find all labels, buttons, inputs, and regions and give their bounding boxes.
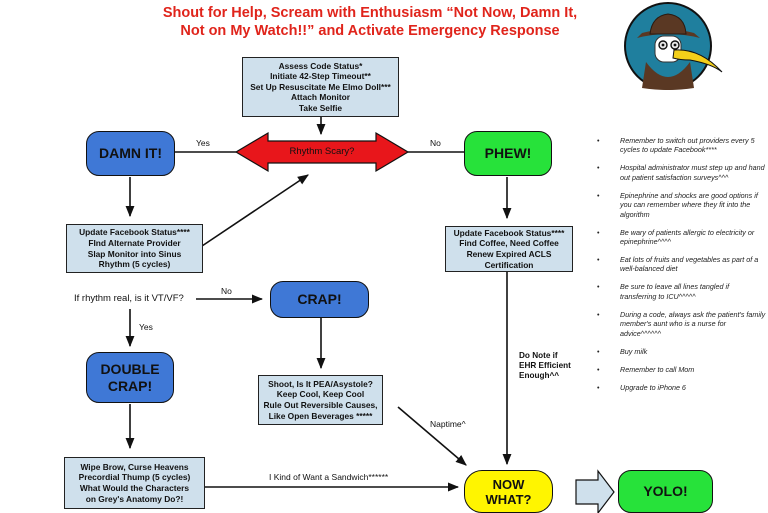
phew-label: PHEW! bbox=[484, 145, 532, 161]
assess-line: Assess Code Status* bbox=[278, 60, 363, 71]
note-text: Be sure to leave all lines tangled if tr… bbox=[620, 282, 730, 301]
vt-no-label: No bbox=[221, 286, 232, 296]
block-arrow-yolo bbox=[575, 469, 615, 513]
bullet-icon: • bbox=[597, 282, 600, 292]
bullet-icon: • bbox=[597, 190, 600, 200]
ehr-note-line: Do Note if bbox=[519, 351, 558, 360]
crap-box-line: Keep Cool, Keep Cool bbox=[276, 389, 365, 400]
assess-line: Set Up Resuscitate Me Elmo Doll*** bbox=[250, 81, 391, 92]
note-text: Be wary of patients allergic to electric… bbox=[620, 227, 755, 247]
double-box: Wipe Brow, Curse Heavens Precordial Thum… bbox=[64, 457, 205, 509]
vt-question: If rhythm real, is it VT/VF? bbox=[74, 293, 184, 304]
note-item: • Be sure to leave all lines tangled if t… bbox=[594, 282, 766, 301]
phew-box-line: Update Facebook Status**** bbox=[453, 227, 565, 238]
crap-box: Shoot, Is It PEA/Asystole? Keep Cool, Ke… bbox=[258, 375, 383, 425]
double-box-line: Precordial Thump (5 cycles) bbox=[78, 472, 191, 483]
note-text: Hospital administrator must step up and … bbox=[620, 163, 765, 182]
note-item: • Hospital administrator must step up and… bbox=[594, 163, 766, 182]
bullet-icon: • bbox=[597, 309, 600, 319]
note-text: During a code, always ask the patient's … bbox=[620, 309, 766, 338]
assess-box: Assess Code Status* Initiate 42-Step Tim… bbox=[242, 57, 399, 117]
now-what-line: WHAT? bbox=[485, 491, 532, 507]
phew-box: Update Facebook Status**** Find Coffee, … bbox=[445, 226, 573, 272]
double-crap-line: CRAP! bbox=[107, 377, 153, 394]
damn-box-line: Rhythm (5 cycles) bbox=[98, 259, 171, 270]
damn-box: Update Facebook Status**** FInd Alternat… bbox=[66, 224, 203, 273]
notes-list: • Remember to switch out providers every … bbox=[594, 136, 766, 401]
vt-yes-label: Yes bbox=[139, 322, 153, 332]
assess-line: Initiate 42-Step Timeout** bbox=[270, 71, 371, 82]
sandwich-label: I Kind of Want a Sandwich****** bbox=[269, 472, 389, 482]
title-line-1: Shout for Help, Scream with Enthusiasm “… bbox=[162, 5, 578, 21]
bullet-icon: • bbox=[597, 346, 600, 356]
note-item: • Remember to call Mom bbox=[594, 365, 766, 374]
double-box-line: Wipe Brow, Curse Heavens bbox=[80, 461, 189, 472]
now-what-line: NOW bbox=[492, 476, 525, 492]
decision-yes-label: Yes bbox=[196, 138, 210, 148]
plague-doctor-avatar-icon bbox=[624, 2, 723, 90]
damn-box-line: FInd Alternate Provider bbox=[88, 237, 181, 248]
damn-box-line: Update Facebook Status**** bbox=[79, 227, 190, 238]
crap-box-line: Like Open Beverages ***** bbox=[268, 410, 373, 421]
phew-node: PHEW! bbox=[464, 131, 552, 176]
bullet-icon: • bbox=[597, 163, 600, 173]
crap-label: CRAP! bbox=[297, 291, 342, 307]
damn-it-node: DAMN IT! bbox=[86, 131, 175, 176]
note-item: • Eat lots of fruits and vegetables as pa… bbox=[594, 255, 766, 274]
decision-no-label: No bbox=[430, 138, 441, 148]
assess-line: Take Selfie bbox=[298, 102, 343, 113]
double-box-line: What Would the Characters bbox=[79, 483, 190, 493]
crap-box-line: Rule Out Reversible Causes, bbox=[263, 400, 378, 410]
phew-box-line: Renew Expired ACLS bbox=[466, 249, 552, 259]
note-text: Buy milk bbox=[620, 346, 648, 356]
yolo-label: YOLO! bbox=[643, 483, 688, 499]
phew-box-line: Certification bbox=[484, 259, 534, 270]
page-title: Shout for Help, Scream with Enthusiasm “… bbox=[150, 4, 590, 40]
note-item: • Epinephrine and shocks are good options… bbox=[594, 191, 766, 219]
ehr-note-line: EHR Efficient bbox=[519, 361, 571, 370]
phew-box-line: Find Coffee, Need Coffee bbox=[459, 238, 559, 249]
note-text: Remember to call Mom bbox=[620, 364, 695, 374]
decision-label: Rhythm Scary? bbox=[289, 146, 355, 157]
bullet-icon: • bbox=[597, 136, 600, 145]
note-text: Remember to switch out providers every 5… bbox=[620, 136, 755, 155]
bullet-icon: • bbox=[597, 227, 600, 237]
note-item: • Remember to switch out providers every … bbox=[594, 136, 766, 155]
crap-node: CRAP! bbox=[270, 281, 369, 318]
note-item: • Be wary of patients allergic to electri… bbox=[594, 228, 766, 247]
note-text: Eat lots of fruits and vegetables as par… bbox=[620, 255, 759, 274]
damn-box-line: Slap Monitor into Sinus bbox=[87, 248, 182, 259]
naptime-label: Naptime^ bbox=[430, 419, 466, 429]
double-box-line: on Grey's Anatomy Do?! bbox=[85, 493, 184, 504]
double-crap-line: DOUBLE bbox=[100, 360, 160, 377]
note-text: Epinephrine and shocks are good options … bbox=[620, 190, 758, 219]
ehr-note-line: Enough^^ bbox=[519, 371, 560, 380]
crap-box-line: Shoot, Is It PEA/Asystole? bbox=[268, 378, 373, 389]
decision-arrow-shape bbox=[234, 131, 410, 173]
bullet-icon: • bbox=[597, 382, 600, 392]
note-item: • Upgrade to iPhone 6 bbox=[594, 383, 766, 392]
bullet-icon: • bbox=[597, 255, 600, 265]
note-text: Upgrade to iPhone 6 bbox=[620, 382, 686, 392]
title-line-2: Not on My Watch!!” and Activate Emergenc… bbox=[180, 23, 560, 39]
double-crap-node: DOUBLE CRAP! bbox=[86, 352, 174, 403]
yolo-node: YOLO! bbox=[618, 470, 713, 513]
note-item: • During a code, always ask the patient's… bbox=[594, 310, 766, 338]
arrow-crapbox-to-nowwhat bbox=[397, 406, 467, 466]
damn-it-label: DAMN IT! bbox=[99, 145, 162, 161]
ehr-note: Do Note if EHR Efficient Enough^^ bbox=[519, 351, 571, 381]
bullet-icon: • bbox=[597, 364, 600, 374]
assess-line: Attach Monitor bbox=[290, 92, 351, 103]
arrow-damnbox-to-decision bbox=[201, 174, 309, 247]
note-item: • Buy milk bbox=[594, 347, 766, 356]
now-what-node: NOW WHAT? bbox=[464, 470, 553, 513]
